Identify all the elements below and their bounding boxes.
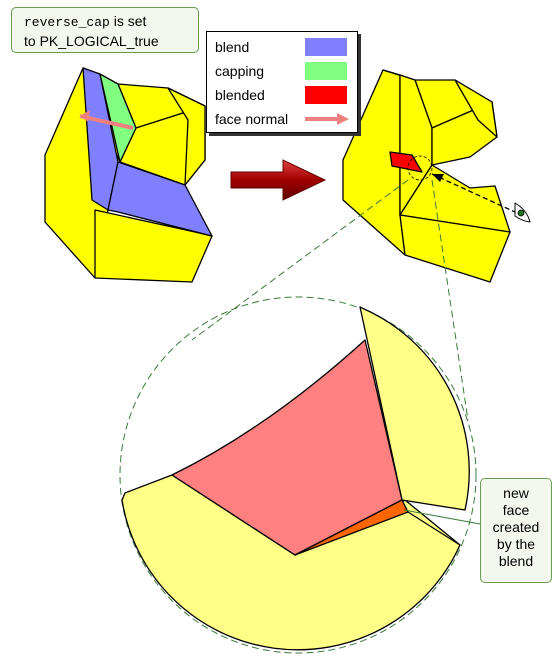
left-solid [44,67,213,283]
callout-new-line1: new [503,485,529,501]
legend-swatch-capping [305,62,347,80]
callout-code: reverse_cap [24,15,110,30]
blended-face [389,151,423,173]
transform-arrow [230,159,327,201]
callout-text-line1: is set [113,13,147,29]
right-solid [342,69,531,283]
callout-new-line2: face [502,502,530,518]
legend-label-blended: blended [215,87,265,103]
legend: blend capping blended face normal [206,31,358,133]
callout-new-line4: by the [496,536,536,552]
callout-new-line5: blend [498,553,534,569]
zoomed-detail [121,306,470,651]
new-face-callout: new face created by the blend [480,478,552,583]
legend-swatch-blend [305,38,347,56]
legend-label-capping: capping [215,63,265,79]
face-normal-arrow-icon [305,113,349,125]
blend-face-horizontal [107,161,213,237]
legend-swatch-blended [305,86,347,104]
callout-text-line2: to PK_LOGICAL_true [24,33,159,49]
capping-face [99,73,137,163]
callout-new-line3: created [492,519,540,535]
reverse-cap-callout: reverse_cap is set to PK_LOGICAL_true [11,7,199,53]
legend-label-blend: blend [215,39,250,55]
new-face-leader [403,509,481,525]
zoom-guides [119,179,477,654]
legend-label-face-normal: face normal [215,111,289,127]
